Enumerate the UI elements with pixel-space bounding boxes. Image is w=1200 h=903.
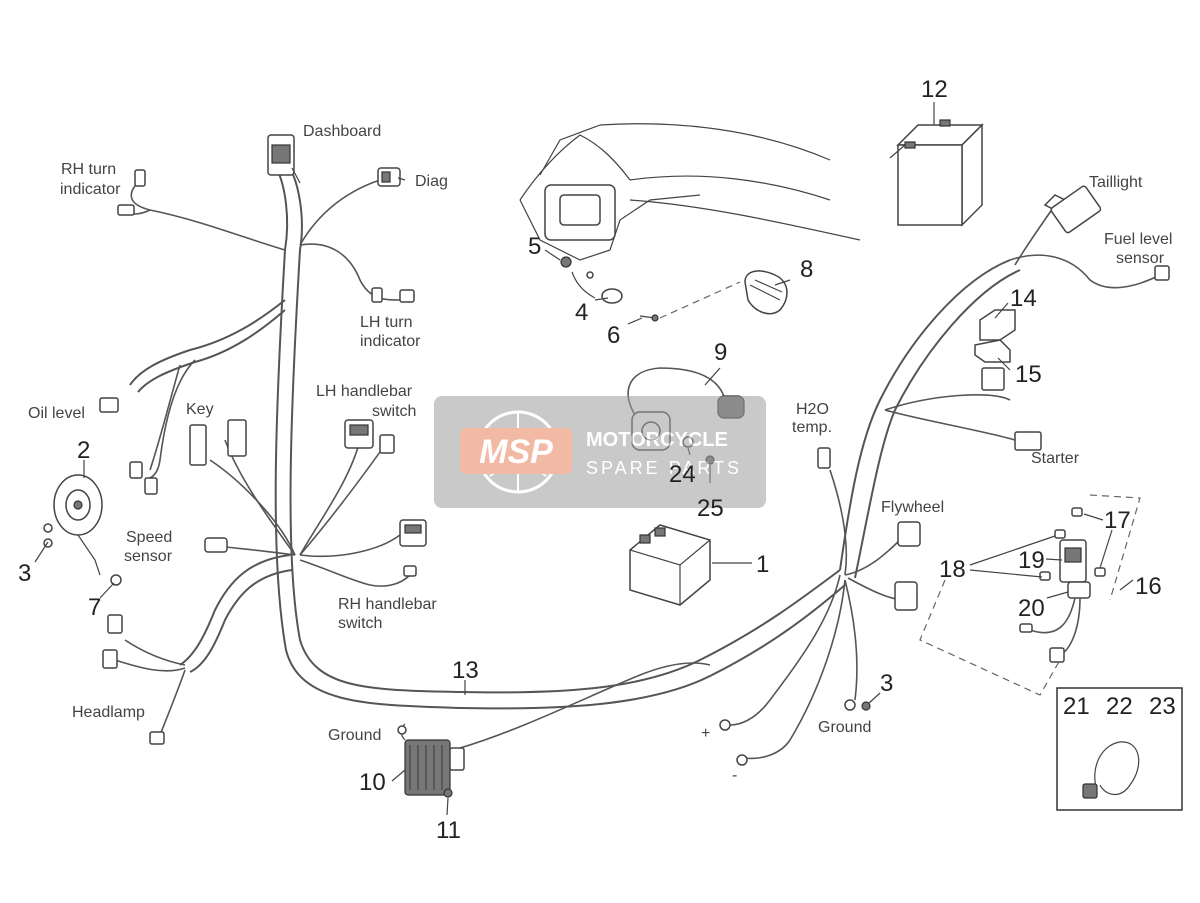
callout-21: 21 — [1063, 693, 1090, 720]
lh-handlebar-switch-connector — [344, 419, 395, 454]
callout-numbers: 1 2 3 3 4 5 6 7 8 9 10 11 12 13 14 15 16… — [18, 76, 1176, 844]
label-fuel-line1: Fuel level — [1104, 231, 1172, 248]
label-oil-level: Oil level — [28, 405, 85, 422]
cable-tie-box — [1056, 687, 1183, 811]
label-flywheel: Flywheel — [881, 499, 944, 516]
ground-terminals — [397, 699, 871, 766]
fuse-box-group — [919, 494, 1141, 696]
dashboard-connector — [267, 134, 295, 176]
callout-2: 2 — [77, 437, 90, 464]
callout-12: 12 — [921, 76, 948, 103]
callout-14: 14 — [1010, 285, 1037, 312]
callout-17: 17 — [1104, 507, 1131, 534]
callout-23: 23 — [1149, 693, 1176, 720]
label-headlamp: Headlamp — [72, 704, 145, 721]
callout-18: 18 — [939, 556, 966, 583]
watermark: MSP MOTORCYCLE SPARE PARTS — [434, 396, 766, 508]
text-labels: Dashboard Diag RH turn indicator LH turn… — [28, 123, 1172, 784]
callout-4: 4 — [575, 299, 588, 326]
callout-22: 22 — [1106, 693, 1133, 720]
label-lh-switch-line1: LH handlebar — [316, 383, 413, 400]
label-speed-line1: Speed — [126, 529, 172, 546]
callout-24: 24 — [669, 461, 696, 488]
watermark-logo: MSP — [479, 433, 553, 471]
callout-25: 25 — [697, 495, 724, 522]
label-lh-switch-line2: switch — [372, 403, 416, 420]
key-connector — [129, 419, 247, 495]
callout-16: 16 — [1135, 573, 1162, 600]
label-rh-turn-line2: indicator — [60, 181, 121, 198]
label-h2o-line2: temp. — [792, 419, 832, 436]
label-speed-line2: sensor — [124, 548, 173, 565]
voltage-regulator — [400, 723, 465, 798]
rh-turn-indicator-connector — [117, 169, 146, 216]
callout-6: 6 — [607, 322, 620, 349]
oil-level-connector — [99, 397, 119, 413]
label-minus: - — [732, 767, 737, 784]
label-plus: + — [701, 725, 710, 742]
taillight-connector — [1043, 185, 1102, 234]
callout-3-left: 3 — [18, 560, 31, 587]
label-h2o-line1: H2O — [796, 401, 829, 418]
callout-8: 8 — [800, 256, 813, 283]
frame-section — [519, 123, 861, 261]
callout-11: 11 — [436, 817, 461, 844]
label-taillight: Taillight — [1089, 174, 1143, 191]
label-starter: Starter — [1031, 450, 1080, 467]
callout-3-right: 3 — [880, 670, 893, 697]
cdi-unit — [629, 524, 711, 606]
main-harness — [114, 159, 1161, 760]
horn — [43, 474, 122, 586]
watermark-line2: SPARE PARTS — [586, 458, 742, 478]
flywheel-connector — [894, 521, 921, 611]
battery — [889, 119, 984, 227]
diag-connector — [377, 167, 401, 187]
bracket-parts — [560, 256, 788, 322]
callout-20: 20 — [1018, 595, 1045, 622]
label-key: Key — [186, 401, 214, 418]
label-fuel-line2: sensor — [1116, 250, 1165, 267]
h2o-temp-connector — [817, 447, 831, 469]
label-dashboard: Dashboard — [303, 123, 381, 140]
lh-turn-indicator-connector — [371, 287, 415, 303]
callout-10: 10 — [359, 769, 386, 796]
relay-holder — [974, 339, 1011, 391]
callout-1: 1 — [756, 551, 769, 578]
speed-sensor-connector — [204, 537, 228, 553]
label-rh-switch-line1: RH handlebar — [338, 596, 437, 613]
label-diag: Diag — [415, 173, 448, 190]
rh-handlebar-switch-connector — [399, 519, 427, 577]
label-lh-turn-line2: indicator — [360, 333, 421, 350]
label-ground-left: Ground — [328, 727, 381, 744]
headlamp-connector — [102, 614, 165, 745]
watermark-line1: MOTORCYCLE — [586, 429, 728, 451]
callout-15: 15 — [1015, 361, 1042, 388]
starter-connector — [1014, 431, 1042, 451]
callout-5: 5 — [528, 233, 541, 260]
fuel-level-sensor-connector — [1154, 265, 1170, 281]
label-rh-switch-line2: switch — [338, 615, 382, 632]
callout-13: 13 — [452, 657, 479, 684]
callout-9: 9 — [714, 339, 727, 366]
label-rh-turn-line1: RH turn — [61, 161, 116, 178]
label-lh-turn-line1: LH turn — [360, 314, 412, 331]
callout-7: 7 — [88, 594, 101, 621]
relay — [979, 309, 1016, 341]
label-ground-right: Ground — [818, 719, 871, 736]
callout-19: 19 — [1018, 547, 1045, 574]
